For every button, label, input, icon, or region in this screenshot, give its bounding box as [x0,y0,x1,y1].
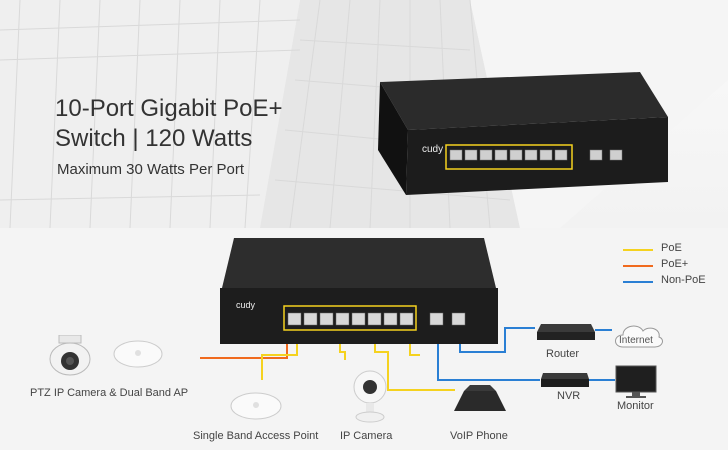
monitor-icon [615,365,657,398]
nvr-icon [541,373,589,387]
single-band-ap-label: Single Band Access Point [193,430,319,442]
ip-camera-label: IP Camera [340,430,393,442]
legend-poe: PoE [623,242,713,257]
router-icon [537,324,595,340]
switch-diagram-image: cudy [220,238,498,344]
hero-title-line1: 10-Port Gigabit PoE+ [55,95,283,122]
monitor-label: Monitor [617,400,654,412]
internet-label: Internet [619,335,653,346]
switch-brand-logo: cudy [422,144,443,155]
dual-band-ap-icon [113,340,163,368]
ptz-ap-label: PTZ IP Camera & Dual Band AP [30,387,189,399]
nvr-label: NVR [557,390,581,402]
router-label: Router [546,348,580,360]
ptz-camera-icon [49,335,91,376]
hero-banner: 10-Port Gigabit PoE+ Switch | 120 Watts … [0,0,728,228]
internet-cloud-icon: Internet [615,325,663,348]
legend-non-poe: Non-PoE [623,274,713,289]
switch-product-image: cudy [378,72,668,195]
ip-camera-icon [353,370,387,423]
switch-diagram-brand: cudy [236,300,256,310]
legend-poe-plus: PoE+ [623,258,713,273]
single-band-ap-icon [230,392,282,420]
hero-title: 10-Port Gigabit PoE+ Switch | 120 Watts [55,94,282,154]
voip-phone-label: VoIP Phone [450,430,508,442]
hero-subtitle: Maximum 30 Watts Per Port [57,161,244,178]
voip-phone-icon [454,385,506,411]
hero-title-line2: Switch | 120 Watts [55,125,253,152]
